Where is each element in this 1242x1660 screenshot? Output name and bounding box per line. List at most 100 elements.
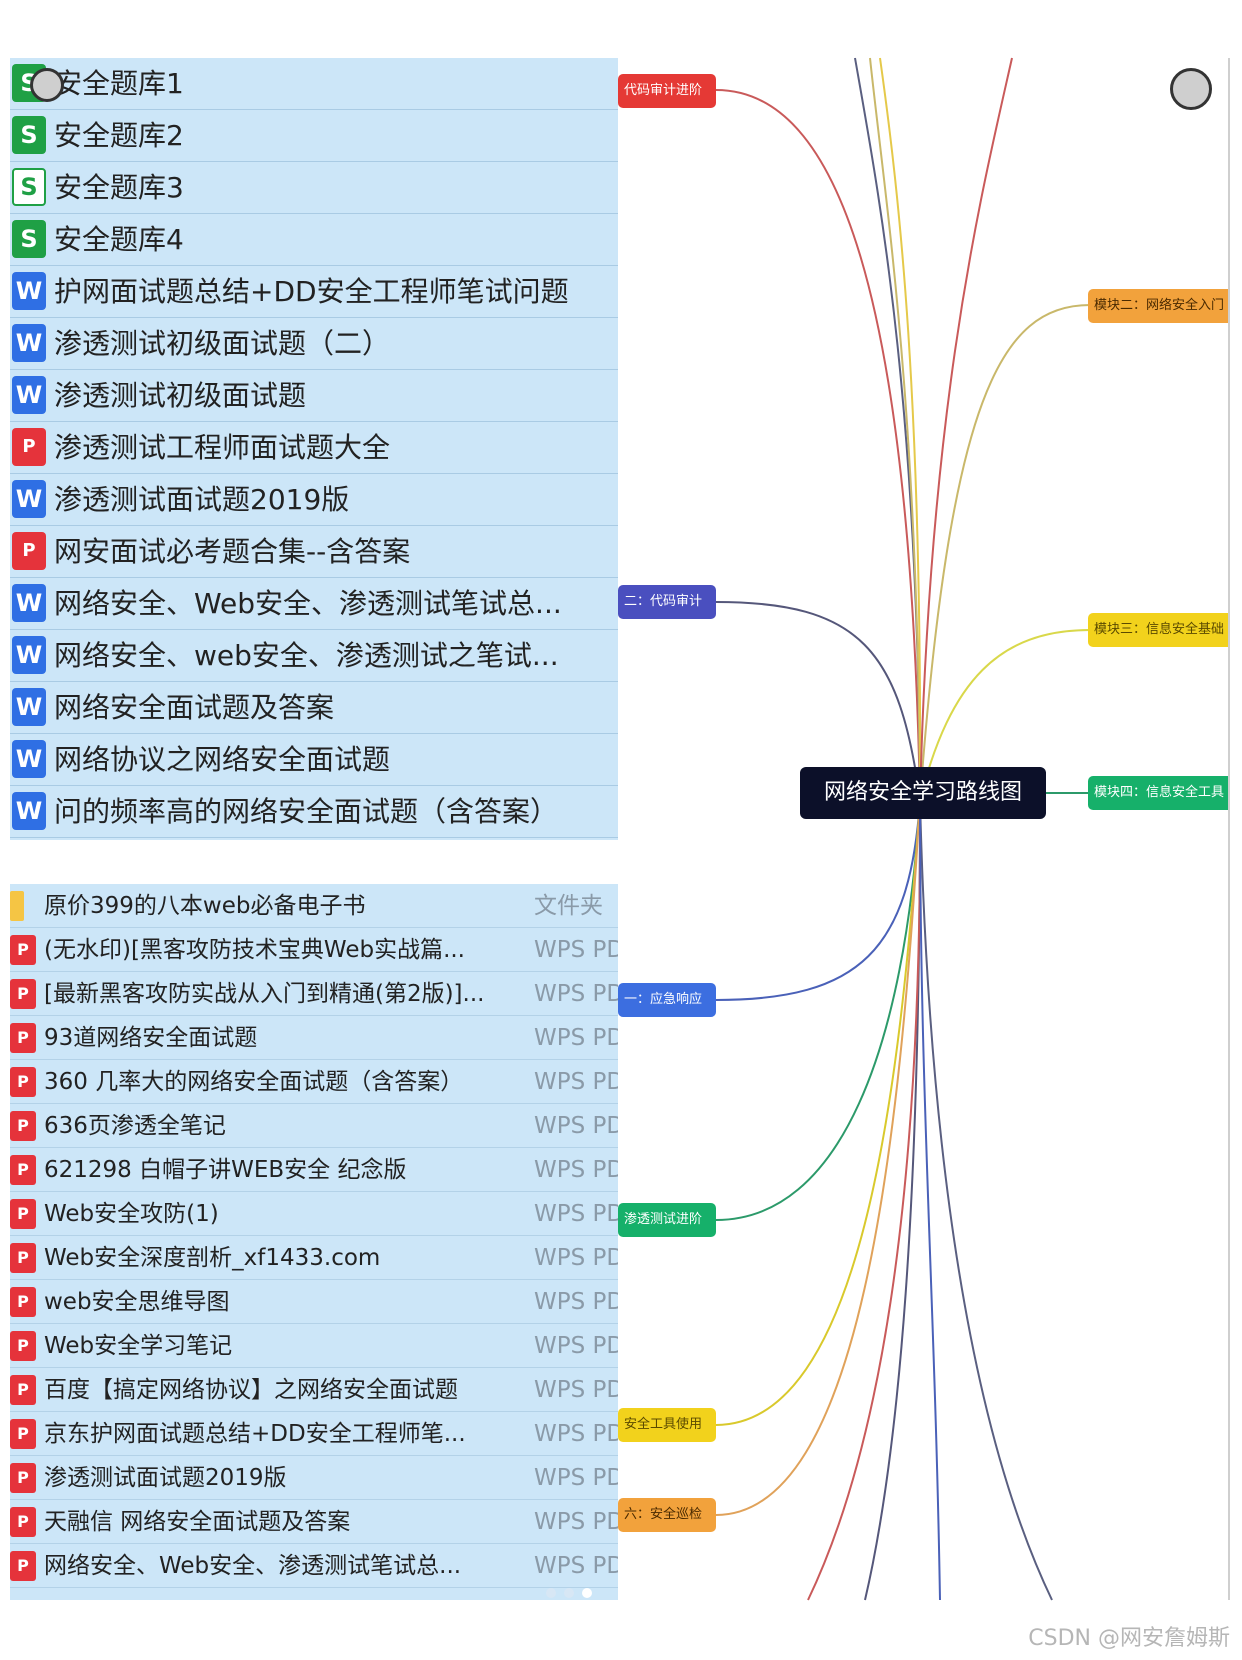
- word-doc-icon: W: [12, 480, 46, 518]
- sheet-icon: S: [12, 168, 46, 206]
- file-type: WPS PDF: [534, 1333, 618, 1359]
- list-item[interactable]: P 636页渗透全笔记 WPS PDF: [10, 1104, 618, 1148]
- list-item[interactable]: P Web安全深度剖析_xf1433.com WPS PDF: [10, 1236, 618, 1280]
- list-item-label: 百度【搞定网络协议】之网络安全面试题: [44, 1377, 458, 1403]
- list-item[interactable]: S 安全题库4: [10, 214, 618, 266]
- list-item[interactable]: W 问的频率高的网络安全面试题（含答案）: [10, 786, 618, 838]
- word-doc-icon: W: [12, 688, 46, 726]
- list-item[interactable]: W 护网面试题总结+DD安全工程师笔试问题: [10, 266, 618, 318]
- list-item-label: Web安全攻防(1): [44, 1201, 219, 1227]
- mindmap-node-inspection[interactable]: 六：安全巡检: [618, 1498, 716, 1532]
- list-item-label: 安全题库3: [54, 171, 184, 204]
- file-type: WPS PDF: [534, 981, 618, 1007]
- list-item-label: Web安全深度剖析_xf1433.com: [44, 1245, 381, 1271]
- list-item-label: 安全题库1: [54, 67, 184, 100]
- list-item[interactable]: P 93道网络安全面试题 WPS PDF: [10, 1016, 618, 1060]
- list-item[interactable]: W 渗透测试初级面试题: [10, 370, 618, 422]
- pdf-icon: P: [12, 428, 46, 466]
- list-item[interactable]: P 京东护网面试题总结+DD安全工程师笔... WPS PDF: [10, 1412, 618, 1456]
- list-item-label: 安全题库2: [54, 119, 184, 152]
- connector-module-2: [919, 304, 1091, 801]
- list-item[interactable]: P 网络安全、Web安全、渗透测试笔试总... WPS PDF: [10, 1544, 618, 1588]
- list-item-label: 网络安全、Web安全、渗透测试笔试总...: [44, 1553, 462, 1579]
- list-item-label: 渗透测试工程师面试题大全: [54, 431, 391, 464]
- mindmap-node-module-2[interactable]: 模块二：网络安全入门: [1088, 289, 1228, 323]
- file-type: WPS PDF: [534, 937, 618, 963]
- connector-inspection: [715, 799, 921, 1516]
- list-item[interactable]: S 安全题库1: [10, 58, 618, 110]
- word-doc-icon: W: [12, 584, 46, 622]
- list-item[interactable]: S 安全题库3: [10, 162, 618, 214]
- pdf-icon: P: [10, 1023, 36, 1053]
- word-doc-icon: W: [12, 324, 46, 362]
- mindmap-node-module-3[interactable]: 模块三：信息安全基础: [1088, 613, 1228, 647]
- pdf-icon: P: [10, 1507, 36, 1537]
- list-item-label: 渗透测试面试题2019版: [44, 1465, 287, 1491]
- list-item[interactable]: P 天融信 网络安全面试题及答案 WPS PDF: [10, 1500, 618, 1544]
- pdf-icon: P: [10, 1199, 36, 1229]
- file-type: WPS PDF: [534, 1025, 618, 1051]
- mindmap-node-tools[interactable]: 安全工具使用: [618, 1408, 716, 1442]
- list-item-label: 网络安全、web安全、渗透测试之笔试...: [54, 639, 559, 672]
- list-item-label: 安全题库4: [54, 223, 184, 256]
- list-item[interactable]: P 621298 白帽子讲WEB安全 纪念版 WPS PDF: [10, 1148, 618, 1192]
- list-item-label: 京东护网面试题总结+DD安全工程师笔...: [44, 1421, 466, 1447]
- list-item-label: 问的频率高的网络安全面试题（含答案）: [54, 795, 559, 828]
- list-item-label: 621298 白帽子讲WEB安全 纪念版: [44, 1157, 407, 1183]
- list-item-label: 网络安全面试题及答案: [54, 691, 335, 724]
- file-list-top: S 安全题库1 S 安全题库2 S 安全题库3 S 安全题库4 W 护网面试题总…: [10, 58, 618, 840]
- connector-code-audit-advanced: [715, 89, 921, 801]
- list-item[interactable]: W 网络安全、web安全、渗透测试之笔试...: [10, 630, 618, 682]
- pdf-icon: P: [10, 1287, 36, 1317]
- mindmap-center-node[interactable]: 网络安全学习路线图: [800, 767, 1046, 819]
- list-item[interactable]: P 网安面试必考题合集--含答案: [10, 526, 618, 578]
- list-item-label: 360 几率大的网络安全面试题（含答案）: [44, 1069, 464, 1095]
- word-doc-icon: W: [12, 376, 46, 414]
- pdf-icon: P: [10, 979, 36, 1009]
- list-item[interactable]: P 渗透测试工程师面试题大全: [10, 422, 618, 474]
- sheet-icon: S: [12, 220, 46, 258]
- list-item[interactable]: W 网络协议之网络安全面试题: [10, 734, 618, 786]
- list-item[interactable]: W 渗透测试初级面试题（二）: [10, 318, 618, 370]
- connector-code-audit: [715, 601, 921, 801]
- connector-incident-response: [715, 799, 921, 1001]
- sheet-icon: S: [12, 116, 46, 154]
- pdf-icon: P: [10, 1155, 36, 1185]
- pager-dot[interactable]: [564, 1588, 574, 1598]
- list-item[interactable]: P 渗透测试面试题2019版 WPS PDF: [10, 1456, 618, 1500]
- list-item[interactable]: P Web安全攻防(1) WPS PDF: [10, 1192, 618, 1236]
- mindmap-node-module-4[interactable]: 模块四：信息安全工具: [1088, 776, 1228, 810]
- file-type: WPS PDF: [534, 1465, 618, 1491]
- list-item-label: (无水印)[黑客攻防技术宝典Web实战篇...: [44, 937, 465, 963]
- list-item-label: 渗透测试初级面试题（二）: [54, 327, 391, 360]
- mindmap-node-pentest-advanced[interactable]: 渗透测试进阶: [618, 1203, 716, 1237]
- word-doc-icon: W: [12, 636, 46, 674]
- list-item[interactable]: W 网络安全、Web安全、渗透测试笔试总...: [10, 578, 618, 630]
- list-item-label: Web安全学习笔记: [44, 1333, 233, 1359]
- list-item[interactable]: P (无水印)[黑客攻防技术宝典Web实战篇... WPS PDF: [10, 928, 618, 972]
- list-item-label: web安全思维导图: [44, 1289, 230, 1315]
- touch-indicator: [30, 68, 64, 102]
- list-item[interactable]: P 360 几率大的网络安全面试题（含答案） WPS PDF: [10, 1060, 618, 1104]
- pdf-icon: P: [10, 1551, 36, 1581]
- mindmap-node-code-audit[interactable]: 二：代码审计: [618, 585, 716, 619]
- pdf-icon: P: [10, 1419, 36, 1449]
- mindmap-node-incident-response[interactable]: 一：应急响应: [618, 983, 716, 1017]
- list-item[interactable]: 原价399的八本web必备电子书 文件夹: [10, 884, 618, 928]
- mindmap-node-code-audit-advanced[interactable]: 代码审计进阶: [618, 74, 716, 108]
- list-item-label: 网络安全、Web安全、渗透测试笔试总...: [54, 587, 562, 620]
- list-item-label: 渗透测试初级面试题: [54, 379, 307, 412]
- list-item[interactable]: P [最新黑客攻防实战从入门到精通(第2版)]... WPS PDF: [10, 972, 618, 1016]
- list-item[interactable]: W 渗透测试面试题2019版: [10, 474, 618, 526]
- pager-dot[interactable]: [546, 1588, 556, 1598]
- list-item[interactable]: P 百度【搞定网络协议】之网络安全面试题 WPS PDF: [10, 1368, 618, 1412]
- pager-dot-active[interactable]: [582, 1588, 592, 1598]
- list-item[interactable]: P Web安全学习笔记 WPS PDF: [10, 1324, 618, 1368]
- word-doc-icon: W: [12, 740, 46, 778]
- word-doc-icon: W: [12, 792, 46, 830]
- list-item[interactable]: S 安全题库2: [10, 110, 618, 162]
- pdf-icon: P: [10, 1067, 36, 1097]
- list-item[interactable]: W 网络安全面试题及答案: [10, 682, 618, 734]
- list-item[interactable]: P web安全思维导图 WPS PDF: [10, 1280, 618, 1324]
- file-type: WPS PDF: [534, 1069, 618, 1095]
